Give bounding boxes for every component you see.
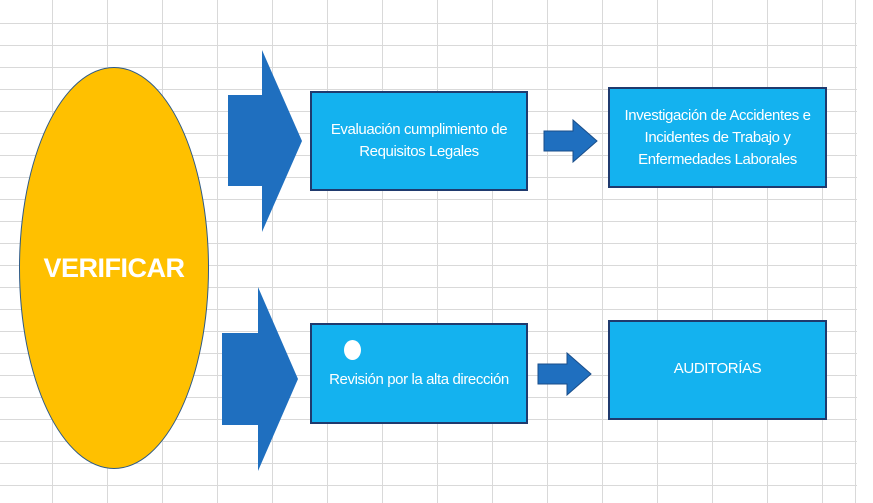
audits-box: AUDITORÍAS <box>608 320 827 420</box>
legal-box-line-1: Evaluación cumplimiento de <box>330 121 508 138</box>
verificar-oval: VERIFICAR <box>19 67 209 469</box>
bullet-dot <box>344 340 361 360</box>
legal-box-line-2: Requisitos Legales <box>359 143 479 160</box>
big-arrow-top <box>228 50 302 232</box>
revision-box-label: Revisión por la alta dirección <box>329 370 509 388</box>
investigation-box-line-1: Investigación de Accidentes e <box>624 106 811 124</box>
big-arrow-bottom <box>222 287 298 471</box>
management-review-box: Revisión por la alta dirección <box>310 323 528 424</box>
small-arrow-bottom <box>537 352 592 396</box>
audits-box-label: AUDITORÍAS <box>673 360 762 377</box>
phase-label: VERIFICAR <box>43 252 185 283</box>
investigation-box-line-2: Incidentes de Trabajo y <box>644 128 791 146</box>
legal-requirements-box: Evaluación cumplimiento de Requisitos Le… <box>310 91 528 191</box>
accident-investigation-box: Investigación de Accidentes e Incidentes… <box>608 87 827 188</box>
small-arrow-top <box>543 119 598 163</box>
investigation-box-line-3: Enfermedades Laborales <box>638 150 797 168</box>
